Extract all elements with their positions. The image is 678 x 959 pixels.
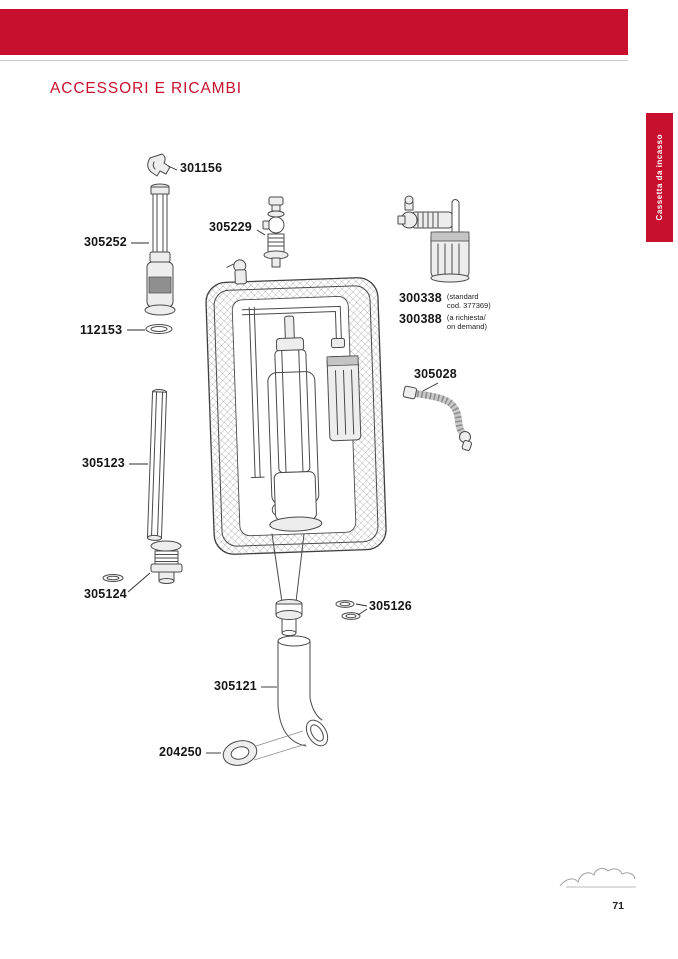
part-label-300388: 300388 (a richiesta/ on demand) bbox=[399, 312, 487, 331]
side-tab-cassetta: Cassetta da incasso bbox=[646, 113, 673, 242]
part-drawing-305121 bbox=[277, 635, 329, 747]
part-drawing-305252 bbox=[144, 183, 176, 316]
part-label-305121: 305121 bbox=[214, 679, 257, 694]
part-label-305252: 305252 bbox=[84, 235, 127, 250]
part-drawing-tube-fitting bbox=[150, 540, 183, 584]
part-drawing-305028 bbox=[402, 385, 473, 451]
part-code: 305123 bbox=[82, 456, 125, 470]
part-label-305126: 305126 bbox=[369, 599, 412, 614]
part-code: 204250 bbox=[159, 745, 202, 759]
part-drawing-305124 bbox=[102, 574, 124, 582]
part-drawing-301156 bbox=[147, 153, 171, 177]
part-drawing-funnel bbox=[271, 533, 305, 637]
part-drawing-300338 bbox=[397, 195, 470, 283]
part-label-204250: 204250 bbox=[159, 745, 202, 760]
part-code: 305028 bbox=[414, 367, 457, 381]
part-drawing-204250 bbox=[222, 730, 307, 766]
part-label-305124: 305124 bbox=[84, 587, 127, 602]
part-note: (standard cod. 377369) bbox=[446, 292, 491, 310]
part-drawing-cistern-body bbox=[205, 259, 387, 555]
part-drawing-305123 bbox=[146, 388, 168, 541]
part-note: (a richiesta/ on demand) bbox=[446, 313, 487, 331]
part-code: 305126 bbox=[369, 599, 412, 613]
part-code: 305124 bbox=[84, 587, 127, 601]
part-code: 305229 bbox=[209, 220, 252, 234]
part-drawing-305126 bbox=[335, 600, 361, 620]
part-code: 112153 bbox=[80, 323, 123, 337]
part-code: 300338 bbox=[399, 291, 442, 305]
part-label-305123: 305123 bbox=[82, 456, 125, 471]
part-label-305028: 305028 bbox=[414, 367, 457, 382]
part-label-301156: 301156 bbox=[180, 161, 223, 176]
part-label-305229: 305229 bbox=[209, 220, 252, 235]
footer-doodle bbox=[559, 867, 636, 888]
page-number: 71 bbox=[612, 900, 624, 912]
leader-lines bbox=[127, 165, 439, 754]
part-code: 305121 bbox=[214, 679, 257, 693]
part-code: 305252 bbox=[84, 235, 127, 249]
header-rule bbox=[0, 60, 628, 61]
part-label-300338: 300338 (standard cod. 377369) bbox=[399, 291, 491, 310]
page-title: ACCESSORI E RICAMBI bbox=[50, 80, 242, 97]
part-code: 300388 bbox=[399, 312, 442, 326]
part-drawing-305229 bbox=[262, 196, 289, 268]
header-bar bbox=[0, 9, 628, 55]
part-drawing-112153 bbox=[145, 324, 173, 334]
part-label-112153: 112153 bbox=[80, 323, 123, 338]
part-code: 301156 bbox=[180, 161, 223, 175]
